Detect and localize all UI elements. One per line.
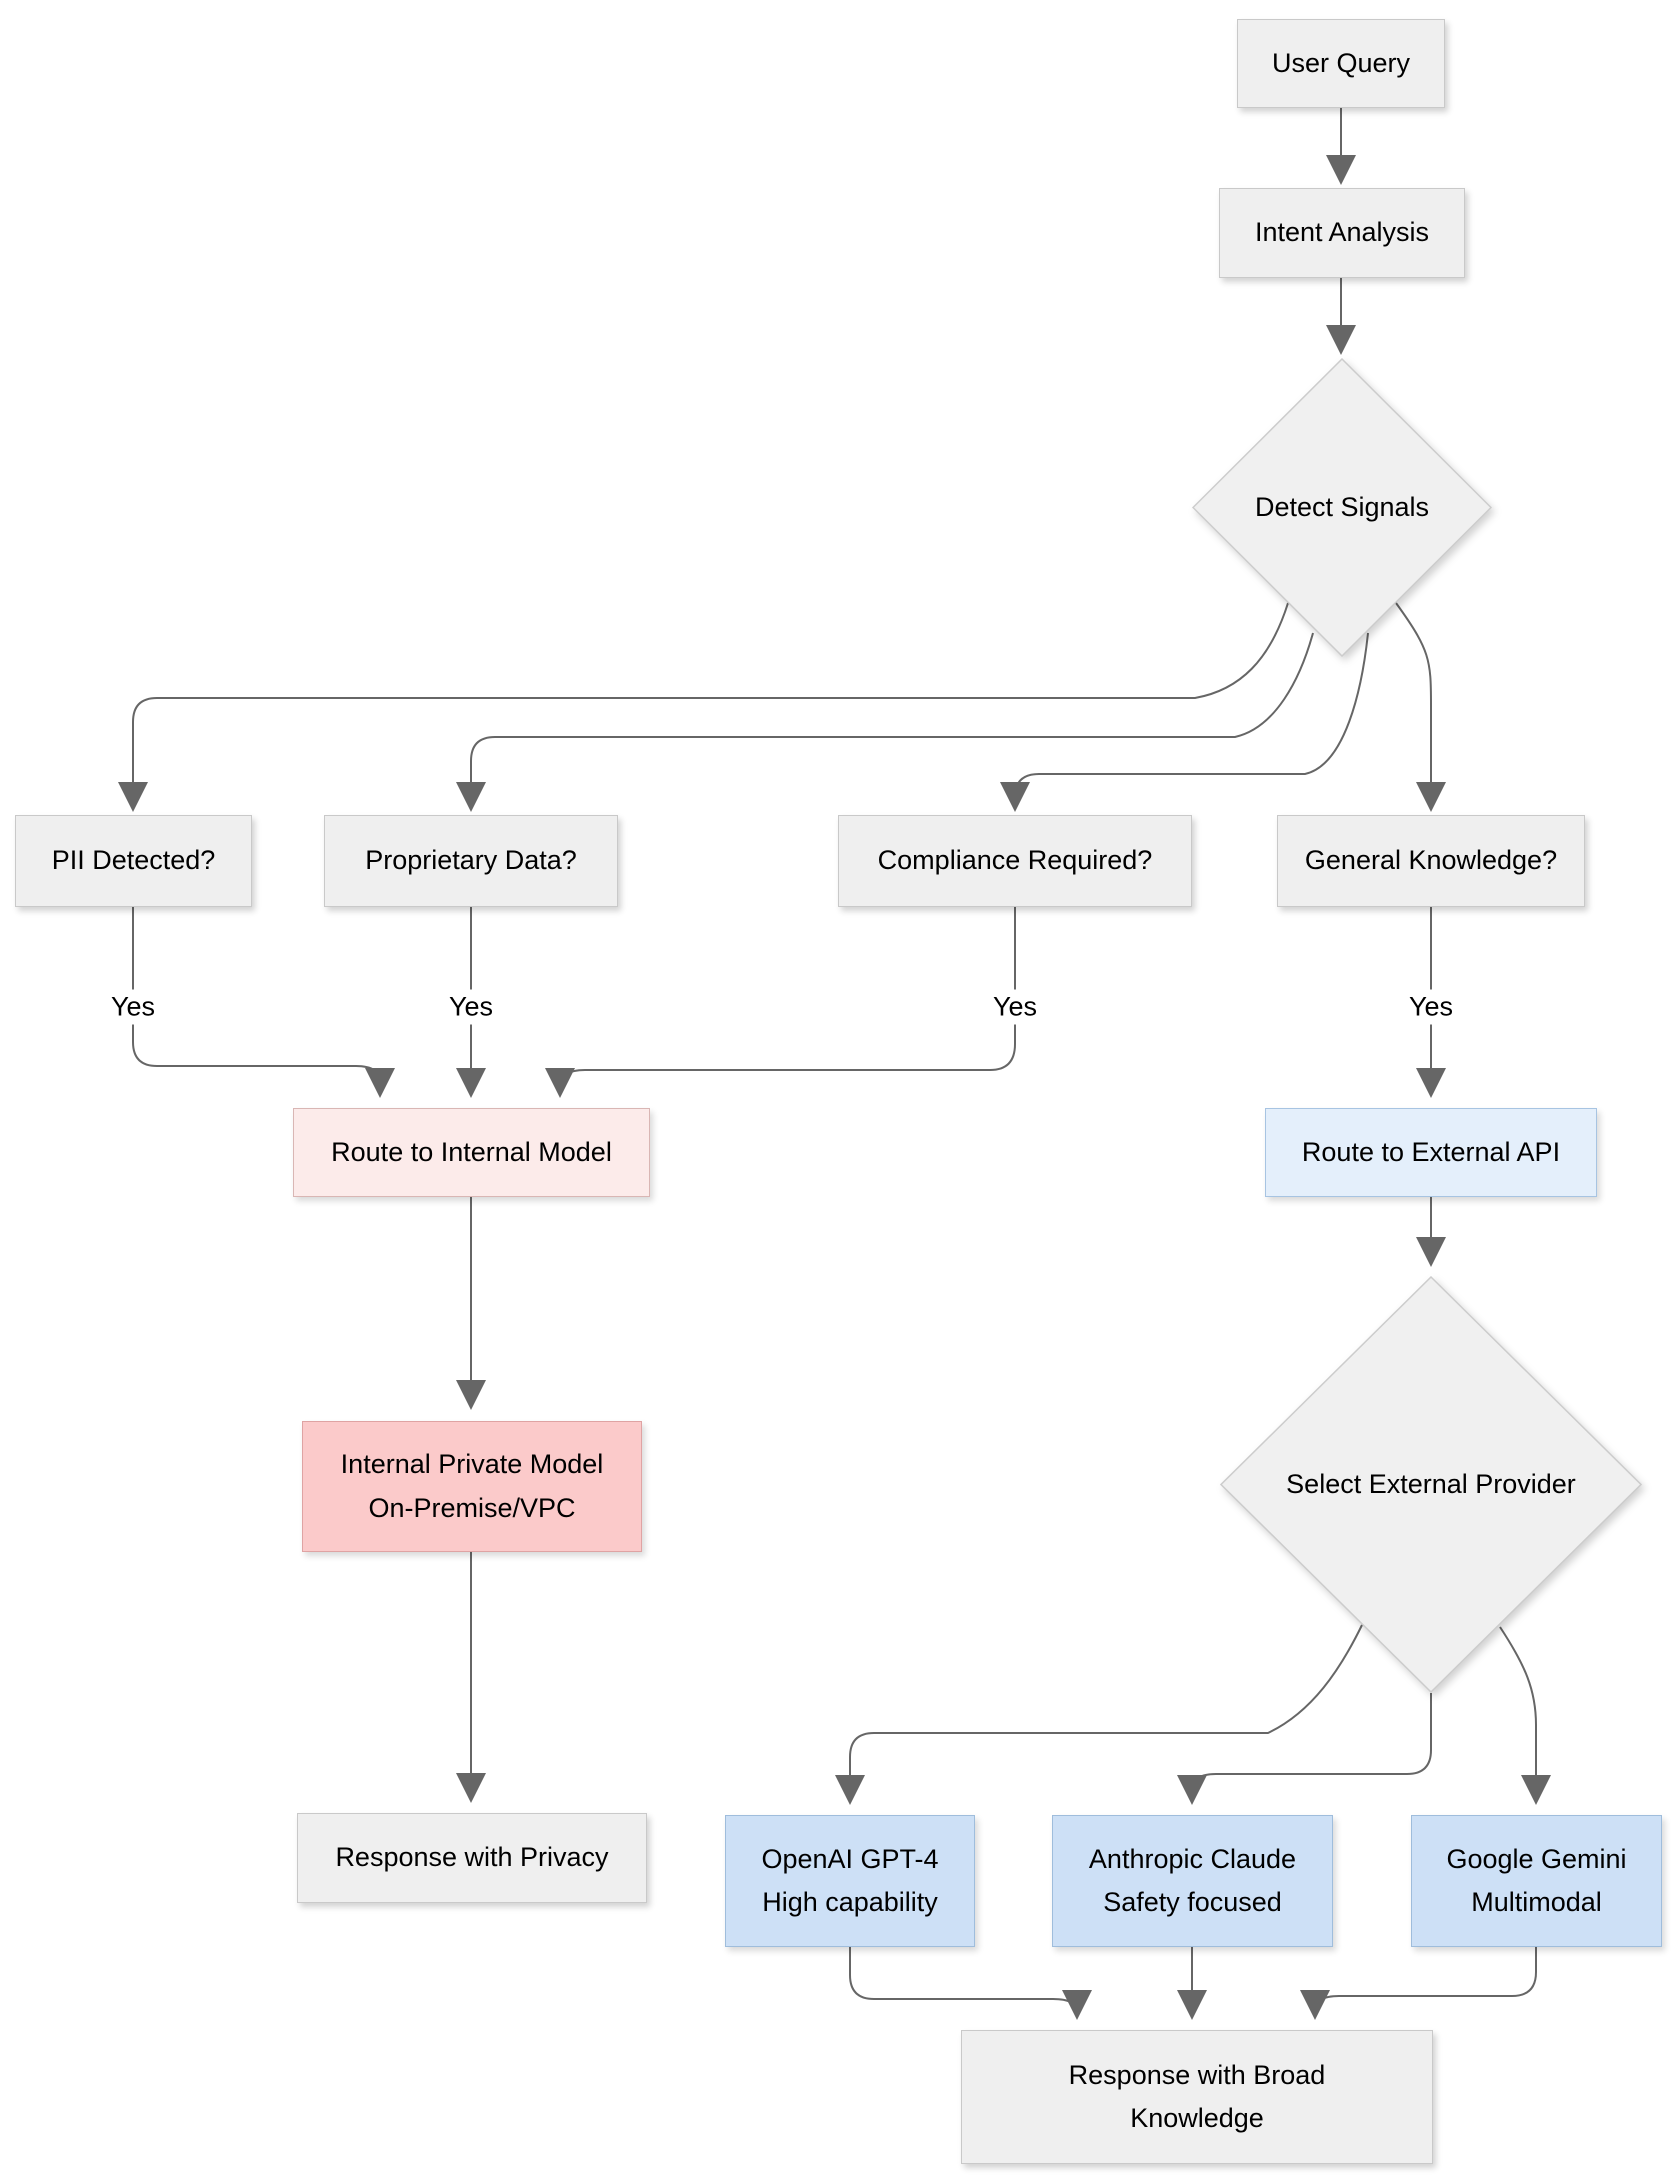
edge-label-pii-yes: Yes xyxy=(100,989,166,1025)
node-select-external-provider-label: Select External Provider xyxy=(1286,1469,1576,1499)
node-response-broad-line2: Knowledge xyxy=(1130,2103,1264,2133)
node-gemini-line2: Multimodal xyxy=(1471,1887,1602,1917)
edge-detect-to-general xyxy=(1395,602,1446,812)
diamond-shape xyxy=(1192,358,1492,657)
node-select-external-provider: Select External Provider xyxy=(1220,1276,1642,1693)
edge-select-to-openai xyxy=(835,1624,1363,1805)
node-general-knowledge-label: General Knowledge? xyxy=(1304,845,1558,876)
node-intent-analysis: Intent Analysis xyxy=(1219,188,1465,278)
edge-detect-to-compliance xyxy=(1000,632,1369,812)
node-gemini: Google Gemini Multimodal xyxy=(1411,1815,1662,1947)
edge-detect-to-pii xyxy=(118,602,1289,812)
edge-openai-to-response-broad xyxy=(849,1947,1092,2020)
node-response-privacy-label: Response with Privacy xyxy=(335,1842,609,1873)
node-pii-detected-label: PII Detected? xyxy=(51,845,216,876)
edge-gemini-to-response-broad xyxy=(1300,1947,1537,2020)
node-openai-line2: High capability xyxy=(762,1887,938,1917)
node-compliance-required-label: Compliance Required? xyxy=(877,845,1153,876)
node-openai: OpenAI GPT-4 High capability xyxy=(725,1815,975,1947)
node-anthropic-line1: Anthropic Claude xyxy=(1088,1843,1297,1874)
node-anthropic: Anthropic Claude Safety focused xyxy=(1052,1815,1333,1947)
edge-label-general-yes: Yes xyxy=(1398,989,1464,1025)
node-route-internal-label: Route to Internal Model xyxy=(331,1136,612,1167)
node-route-external: Route to External API xyxy=(1265,1108,1597,1197)
node-detect-signals-label: Detect Signals xyxy=(1254,492,1430,522)
node-route-internal: Route to Internal Model xyxy=(293,1108,650,1197)
edge-compliance-yes-to-route-internal xyxy=(545,907,1016,1098)
node-response-broad: Response with Broad Knowledge xyxy=(961,2030,1433,2164)
node-pii-detected: PII Detected? xyxy=(15,815,252,907)
node-response-privacy: Response with Privacy xyxy=(297,1813,647,1903)
node-user-query: User Query xyxy=(1237,19,1445,108)
node-anthropic-line2: Safety focused xyxy=(1103,1887,1282,1917)
node-internal-private-model-line2: On-Premise/VPC xyxy=(368,1492,576,1523)
node-detect-signals: Detect Signals xyxy=(1192,358,1492,657)
node-proprietary-data-label: Proprietary Data? xyxy=(365,845,577,876)
node-gemini-line1: Google Gemini xyxy=(1446,1843,1627,1874)
edge-select-to-anthropic xyxy=(1177,1693,1432,1805)
node-route-external-label: Route to External API xyxy=(1301,1136,1561,1167)
node-internal-private-model-line1: Internal Private Model xyxy=(340,1449,604,1480)
edge-pii-yes-to-route-internal xyxy=(132,907,395,1098)
node-compliance-required: Compliance Required? xyxy=(838,815,1192,907)
edge-select-to-gemini xyxy=(1499,1626,1551,1805)
edge-label-compliance-yes: Yes xyxy=(982,989,1048,1025)
node-intent-analysis-label: Intent Analysis xyxy=(1254,217,1430,248)
node-response-broad-line1: Response with Broad xyxy=(1068,2059,1326,2090)
node-user-query-label: User Query xyxy=(1271,47,1411,78)
diamond-shape xyxy=(1220,1276,1642,1693)
edge-detect-to-proprietary xyxy=(456,632,1314,812)
node-internal-private-model: Internal Private Model On-Premise/VPC xyxy=(302,1421,642,1552)
node-openai-line1: OpenAI GPT-4 xyxy=(761,1843,939,1874)
node-general-knowledge: General Knowledge? xyxy=(1277,815,1585,907)
node-proprietary-data: Proprietary Data? xyxy=(324,815,618,907)
edge-label-proprietary-yes: Yes xyxy=(438,989,504,1025)
